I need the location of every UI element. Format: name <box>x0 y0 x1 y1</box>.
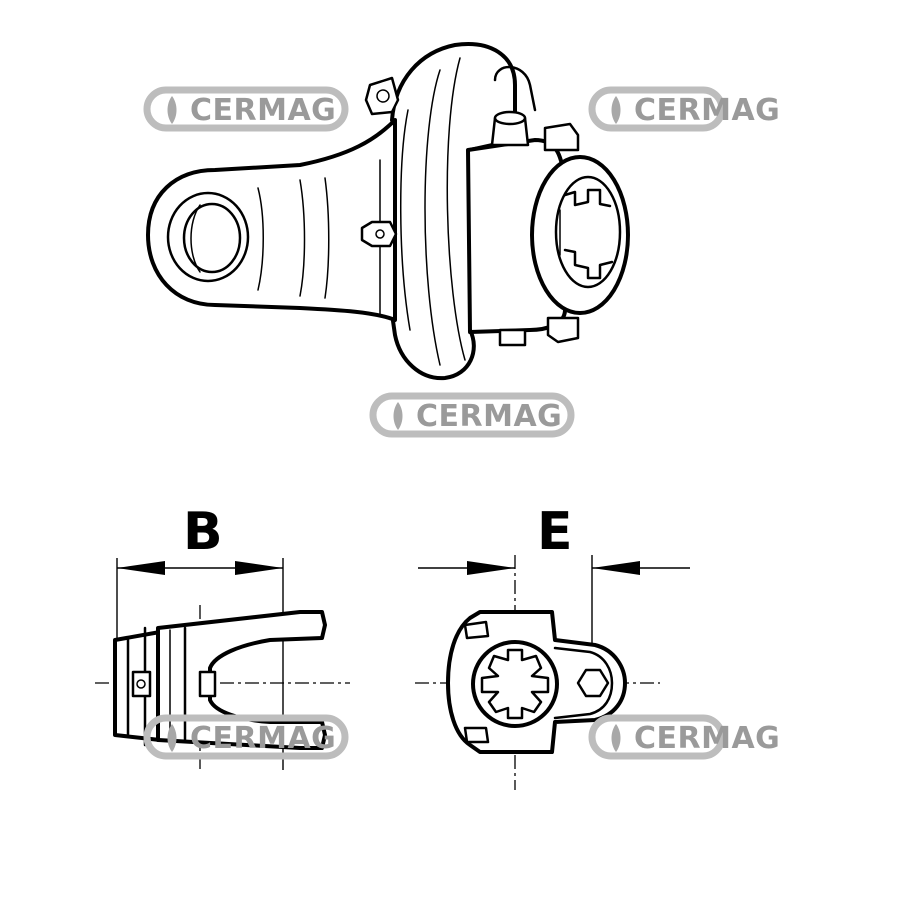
watermark-text: CERMAG <box>634 93 780 128</box>
cermag-watermark-top-right: CERMAG <box>588 86 780 132</box>
side-view: B <box>95 502 350 770</box>
dimension-b-label: B <box>183 502 223 562</box>
cermag-watermark-middle: CERMAG <box>369 392 575 438</box>
watermark-text: CERMAG <box>190 721 336 756</box>
watermark-text: CERMAG <box>416 399 562 434</box>
wheat-leaf-icon <box>167 96 177 124</box>
isometric-yoke-view <box>146 42 630 381</box>
cermag-watermark-top-left: CERMAG <box>143 86 349 132</box>
wheat-leaf-icon <box>611 724 621 752</box>
dimension-e-label: E <box>537 502 573 562</box>
wheat-leaf-icon <box>611 96 621 124</box>
watermark-text: CERMAG <box>190 93 336 128</box>
front-view: E <box>415 502 690 790</box>
wheat-leaf-icon <box>393 402 403 430</box>
wheat-leaf-icon <box>167 724 177 752</box>
watermark-text: CERMAG <box>634 721 780 756</box>
cermag-watermark-bottom-right: CERMAG <box>588 714 780 760</box>
cermag-watermark-bottom-left: CERMAG <box>143 714 349 760</box>
